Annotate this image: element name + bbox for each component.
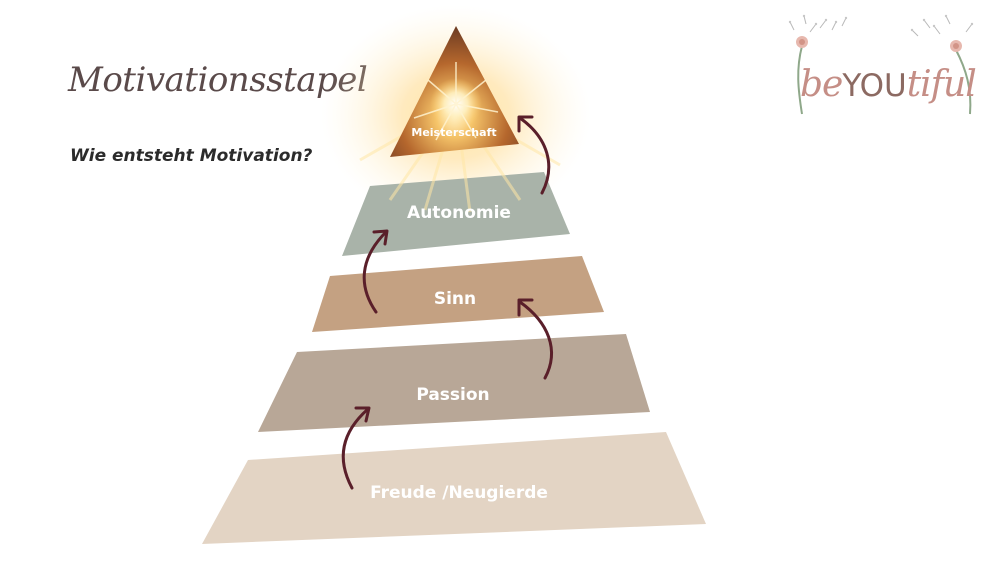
pyramid-level-autonomie (342, 172, 570, 256)
label-freude-neugierde: Freude /Neugierde (370, 483, 548, 503)
page-subtitle: Wie entsteht Motivation? (70, 146, 313, 166)
label-passion: Passion (416, 385, 489, 405)
page-title: Motivationsstapel (68, 60, 368, 100)
logo-part-you: YOU (842, 68, 907, 104)
arrowhead-2 (517, 298, 534, 317)
label-sinn: Sinn (434, 289, 476, 309)
arrowhead-1 (354, 406, 371, 423)
logo-wordmark: beYOUtiful (800, 64, 977, 105)
label-meisterschaft: Meisterschaft (411, 126, 496, 139)
arrow-freude-to-passion (341, 407, 370, 490)
logo-part-tiful: tiful (906, 64, 977, 105)
label-autonomie: Autonomie (407, 203, 511, 223)
arrowhead-3 (372, 229, 389, 246)
pyramid-level-passion (258, 334, 650, 432)
beyoutiful-logo: beYOUtiful (780, 14, 985, 124)
arrow-passion-to-sinn (518, 300, 554, 380)
arrows (341, 116, 554, 490)
dandelion-icon (788, 14, 974, 115)
logo-part-be: be (800, 64, 843, 105)
arrowhead-4 (517, 115, 534, 133)
arrow-sinn-to-autonomie (362, 230, 388, 314)
sun-rays (413, 62, 499, 141)
pyramid-level-freude (202, 432, 706, 544)
arrow-autonomie-to-meisterschaft (518, 116, 551, 195)
